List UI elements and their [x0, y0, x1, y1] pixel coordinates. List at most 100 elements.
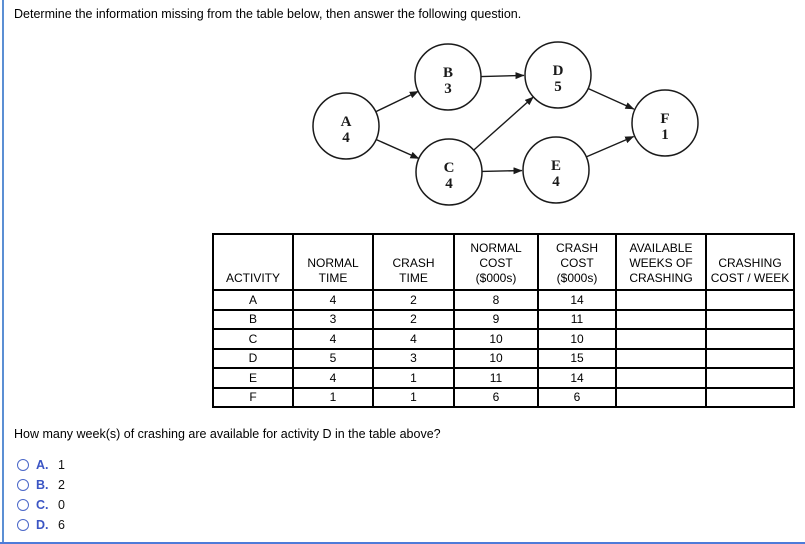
node-time: 4 — [552, 174, 560, 190]
option-value: 6 — [58, 518, 65, 532]
table-header-row: ACTIVITY NORMAL TIME CRASH TIME NORMAL C… — [212, 233, 795, 291]
node-circle — [312, 92, 380, 160]
table-cell: 8 — [453, 289, 539, 311]
answer-option-d[interactable]: D. 6 — [17, 515, 65, 535]
question-text: How many week(s) of crashing are availab… — [14, 427, 441, 441]
table-cell: 15 — [537, 347, 617, 369]
table-cell — [615, 386, 707, 408]
node-time: 5 — [554, 79, 562, 95]
table-cell: 3 — [292, 308, 374, 330]
node-time: 4 — [445, 176, 453, 192]
question-instructions: Determine the information missing from t… — [14, 7, 522, 21]
node-label: A — [341, 114, 352, 130]
node-time: 1 — [661, 127, 669, 143]
node-circle — [414, 43, 482, 111]
node-label: D — [553, 63, 564, 79]
table-cell: 10 — [453, 347, 539, 369]
radio-button-d[interactable] — [17, 519, 29, 531]
node-e: E 4 — [522, 136, 590, 204]
answer-option-b[interactable]: B. 2 — [17, 475, 65, 495]
answer-option-a[interactable]: A. 1 — [17, 455, 65, 475]
table-cell: F — [212, 386, 294, 408]
answer-option-c[interactable]: C. 0 — [17, 495, 65, 515]
node-label: B — [443, 65, 453, 81]
table-cell: 2 — [372, 289, 455, 311]
option-letter: B. — [36, 478, 49, 492]
table-cell — [705, 386, 795, 408]
table-cell — [615, 328, 707, 350]
node-d: D 5 — [524, 41, 592, 109]
node-circle — [415, 138, 483, 206]
table-cell: 6 — [453, 386, 539, 408]
table-cell — [615, 289, 707, 311]
table-cell: 2 — [372, 308, 455, 330]
option-value: 2 — [58, 478, 65, 492]
option-value: 0 — [58, 498, 65, 512]
table-cell: 14 — [537, 367, 617, 389]
node-circle — [524, 41, 592, 109]
diagram-edges — [375, 72, 635, 175]
table-cell — [705, 308, 795, 330]
table-cell: 4 — [292, 367, 374, 389]
node-label: C — [444, 160, 455, 176]
table-cell — [705, 347, 795, 369]
table-cell — [615, 308, 707, 330]
table-cell: 4 — [292, 328, 374, 350]
col-header-activity: ACTIVITY — [212, 233, 294, 291]
table-cell — [705, 367, 795, 389]
table-cell — [705, 328, 795, 350]
table-cell: D — [212, 347, 294, 369]
left-border-line — [2, 0, 4, 544]
node-time: 3 — [444, 81, 452, 97]
edge-c-e — [481, 167, 523, 175]
table-cell: 3 — [372, 347, 455, 369]
edge-a-b — [375, 90, 419, 113]
table-cell: C — [212, 328, 294, 350]
col-header-crashing-cost-per-week: CRASHING COST / WEEK — [705, 233, 795, 291]
option-letter: C. — [36, 498, 49, 512]
col-header-crash-time: CRASH TIME — [372, 233, 455, 291]
table-cell: 11 — [537, 308, 617, 330]
table-cell: 6 — [537, 386, 617, 408]
table-cell: B — [212, 308, 294, 330]
node-b: B 3 — [414, 43, 482, 111]
bottom-border-line — [0, 542, 805, 544]
node-f: F 1 — [631, 89, 699, 157]
node-a: A 4 — [312, 92, 380, 160]
table-cell: 9 — [453, 308, 539, 330]
node-label: F — [660, 111, 669, 127]
table-cell: 1 — [372, 386, 455, 408]
node-label: E — [551, 158, 561, 174]
table-cell: 5 — [292, 347, 374, 369]
table-cell: 4 — [292, 289, 374, 311]
edge-d-f — [587, 87, 635, 110]
node-c: C 4 — [415, 138, 483, 206]
table-cell: 11 — [453, 367, 539, 389]
radio-button-c[interactable] — [17, 499, 29, 511]
table-cell — [705, 289, 795, 311]
table-cell: 10 — [453, 328, 539, 350]
edge-a-c — [375, 138, 420, 160]
radio-button-b[interactable] — [17, 479, 29, 491]
col-header-normal-cost: NORMAL COST ($000s) — [453, 233, 539, 291]
table-cell: E — [212, 367, 294, 389]
radio-button-a[interactable] — [17, 459, 29, 471]
table-cell — [615, 347, 707, 369]
edge-c-d — [473, 96, 534, 151]
edge-b-d — [480, 72, 525, 80]
table-cell: 4 — [372, 328, 455, 350]
node-circle — [631, 89, 699, 157]
option-value: 1 — [58, 458, 65, 472]
edge-e-f — [586, 135, 635, 158]
col-header-normal-time: NORMAL TIME — [292, 233, 374, 291]
table-cell: 14 — [537, 289, 617, 311]
option-letter: A. — [36, 458, 49, 472]
node-time: 4 — [342, 130, 350, 146]
